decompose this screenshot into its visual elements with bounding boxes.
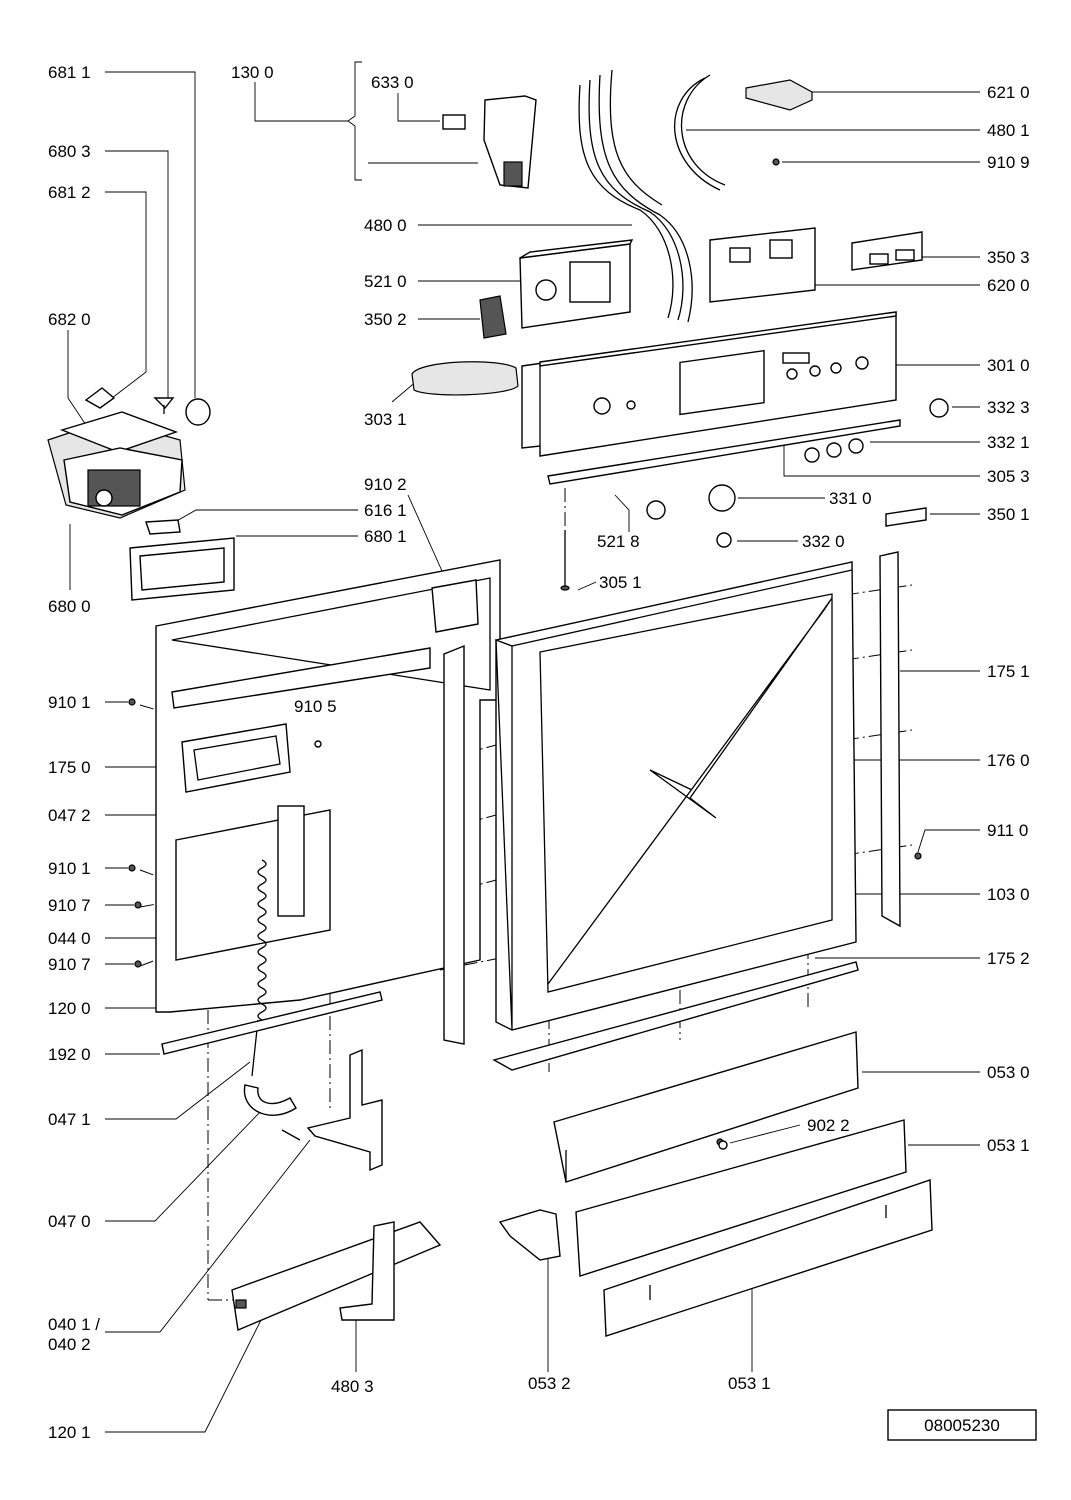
label-480-0: 480 0 (364, 216, 407, 235)
label-521-8: 521 8 (597, 532, 640, 551)
label-047-0: 047 0 (48, 1212, 91, 1231)
label-681-2: 681 2 (48, 183, 91, 202)
control-panel (521, 311, 897, 457)
label-332-0: 332 0 (802, 532, 845, 551)
inner-door-panel (155, 559, 501, 1013)
label-616-1: 616 1 (364, 501, 407, 520)
label-911-0: 911 0 (987, 821, 1028, 840)
label-682-0: 682 0 (48, 310, 91, 329)
label-350-3: 350 3 (987, 248, 1030, 267)
label-480-3: 480 3 (331, 1377, 374, 1396)
label-130-0: 130 0 (231, 63, 274, 82)
label-047-2: 047 2 (48, 806, 91, 825)
drawing-number-box: 08005230 (887, 1409, 1037, 1441)
label-040-2: 040 2 (48, 1335, 91, 1354)
label-120-1: 120 1 (48, 1423, 91, 1442)
label-053-1-b: 053 1 (728, 1374, 771, 1393)
handle-303-1 (411, 361, 519, 396)
label-680-0: 680 0 (48, 597, 91, 616)
label-902-2: 902 2 (807, 1116, 850, 1135)
part-labels: 681 1 130 0 633 0 680 3 681 2 682 0 480 … (48, 63, 1030, 1442)
label-910-5: 910 5 (294, 697, 337, 716)
label-910-2: 910 2 (364, 475, 407, 494)
label-053-1-a: 053 1 (987, 1136, 1030, 1155)
label-040-1: 040 1 / (48, 1315, 100, 1334)
label-633-0: 633 0 (371, 73, 414, 92)
label-192-0: 192 0 (48, 1045, 91, 1064)
label-176-0: 176 0 (987, 751, 1030, 770)
label-350-2: 350 2 (364, 310, 407, 329)
label-332-3: 332 3 (987, 398, 1030, 417)
label-332-1: 332 1 (987, 433, 1030, 452)
side-profile-175-1 (879, 551, 901, 928)
bracket-120-1 (231, 1221, 442, 1331)
label-480-1: 480 1 (987, 121, 1030, 140)
label-910-1-a: 910 1 (48, 693, 91, 712)
side-profile-175-0 (443, 644, 465, 1045)
leader-lines (67, 61, 980, 1433)
drawing-number: 08005230 (924, 1416, 1000, 1435)
dispenser-assembly (47, 387, 211, 535)
label-053-2: 053 2 (528, 1374, 571, 1393)
label-680-3: 680 3 (48, 142, 91, 161)
label-521-0: 521 0 (364, 272, 407, 291)
label-910-1-b: 910 1 (48, 859, 91, 878)
label-350-1: 350 1 (987, 505, 1030, 524)
label-047-1: 047 1 (48, 1110, 91, 1129)
switch-block-350-3 (851, 231, 923, 271)
bracket-053-2 (498, 1209, 561, 1261)
label-331-0: 331 0 (829, 489, 872, 508)
gasket-part (129, 537, 235, 601)
label-175-0: 175 0 (48, 758, 91, 777)
label-910-7-a: 910 7 (48, 896, 91, 915)
bracket-040 (306, 1048, 383, 1172)
label-303-1: 303 1 (364, 410, 407, 429)
small-screws (128, 698, 922, 1150)
strip-305-3 (547, 419, 901, 485)
plinth-053-1b (603, 1179, 933, 1337)
label-175-2: 175 2 (987, 949, 1030, 968)
board-621 (745, 79, 813, 111)
strip-192 (161, 991, 383, 1055)
control-module (479, 239, 634, 339)
label-120-0: 120 0 (48, 999, 91, 1018)
label-305-3: 305 3 (987, 467, 1030, 486)
label-681-1: 681 1 (48, 63, 91, 82)
bracket-620 (709, 227, 816, 303)
plinth-053-0 (553, 1031, 859, 1183)
door-lock-part (442, 95, 537, 189)
outer-door (495, 561, 857, 1031)
label-305-1: 305 1 (599, 573, 642, 592)
label-175-1: 175 1 (987, 662, 1030, 681)
spring-assembly (243, 859, 301, 1141)
label-620-0: 620 0 (987, 276, 1030, 295)
label-044-0: 044 0 (48, 929, 91, 948)
label-301-0: 301 0 (987, 356, 1030, 375)
label-103-0: 103 0 (987, 885, 1030, 904)
label-680-1: 680 1 (364, 527, 407, 546)
knobs (646, 398, 949, 548)
label-910-9: 910 9 (987, 153, 1030, 172)
cable-harness (578, 69, 780, 323)
label-910-7-b: 910 7 (48, 955, 91, 974)
label-053-0: 053 0 (987, 1063, 1030, 1082)
label-621-0: 621 0 (987, 83, 1030, 102)
strip-175-2 (492, 961, 859, 1071)
screw-305-1 (560, 530, 570, 591)
